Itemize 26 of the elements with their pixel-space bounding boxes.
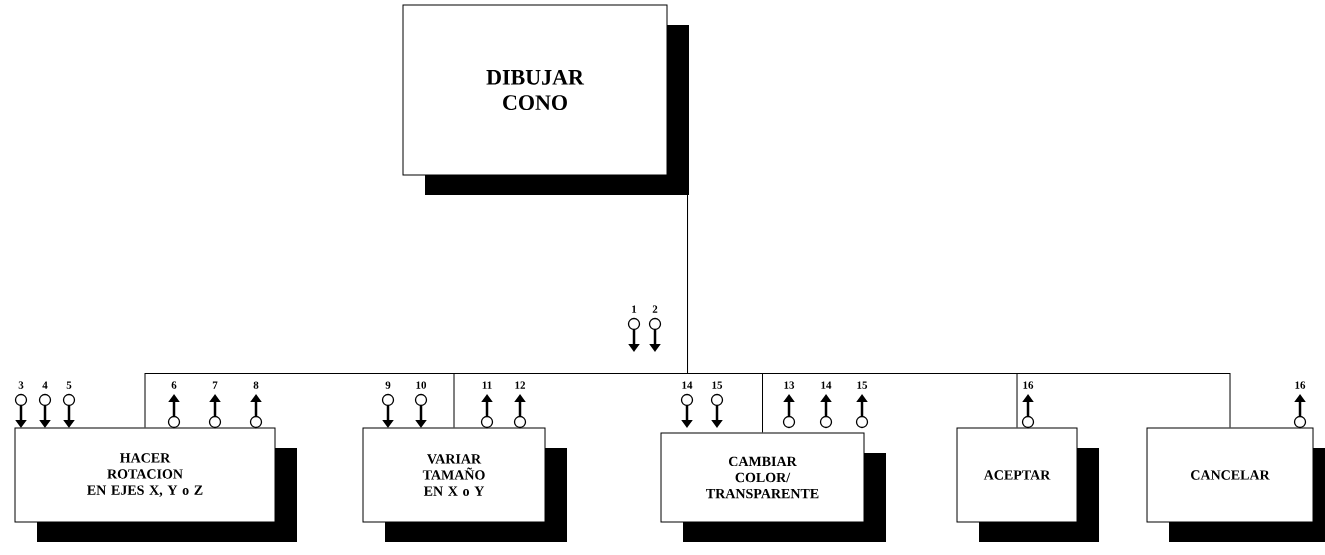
couple-number: 8 [253,381,259,389]
couple-number: 7 [212,381,218,389]
couple-number: 12 [515,381,526,389]
couple-number: 9 [385,381,391,389]
process-box: CAMBIAR COLOR/ TRANSPARENTE [660,432,886,542]
process-box: DIBUJAR CONO [402,4,689,195]
couple-number: 13 [784,381,795,389]
couple-number: 10 [416,381,427,389]
couple-number: 1 [632,305,637,313]
process-box: VARIAR TAMAÑO EN X o Y [362,427,567,542]
couple-number: 16 [1295,381,1306,389]
couple-number: 14 [821,381,832,389]
couple-number: 16 [1023,381,1034,389]
process-box: HACER ROTACION EN EJES X, Y o Z [14,427,297,542]
couple-number: 14 [682,381,693,389]
process-box: ACEPTAR [956,427,1099,542]
connector-line [687,195,1231,428]
couple-number: 5 [66,381,72,389]
couple-number: 6 [171,381,177,389]
couple-number: 4 [42,381,48,389]
couple-number: 15 [712,381,723,389]
process-box: CANCELAR [1146,427,1325,542]
couple-number: 15 [857,381,868,389]
couple-number: 2 [652,305,658,313]
couple-number: 11 [482,381,492,389]
couple-number: 3 [18,381,24,389]
